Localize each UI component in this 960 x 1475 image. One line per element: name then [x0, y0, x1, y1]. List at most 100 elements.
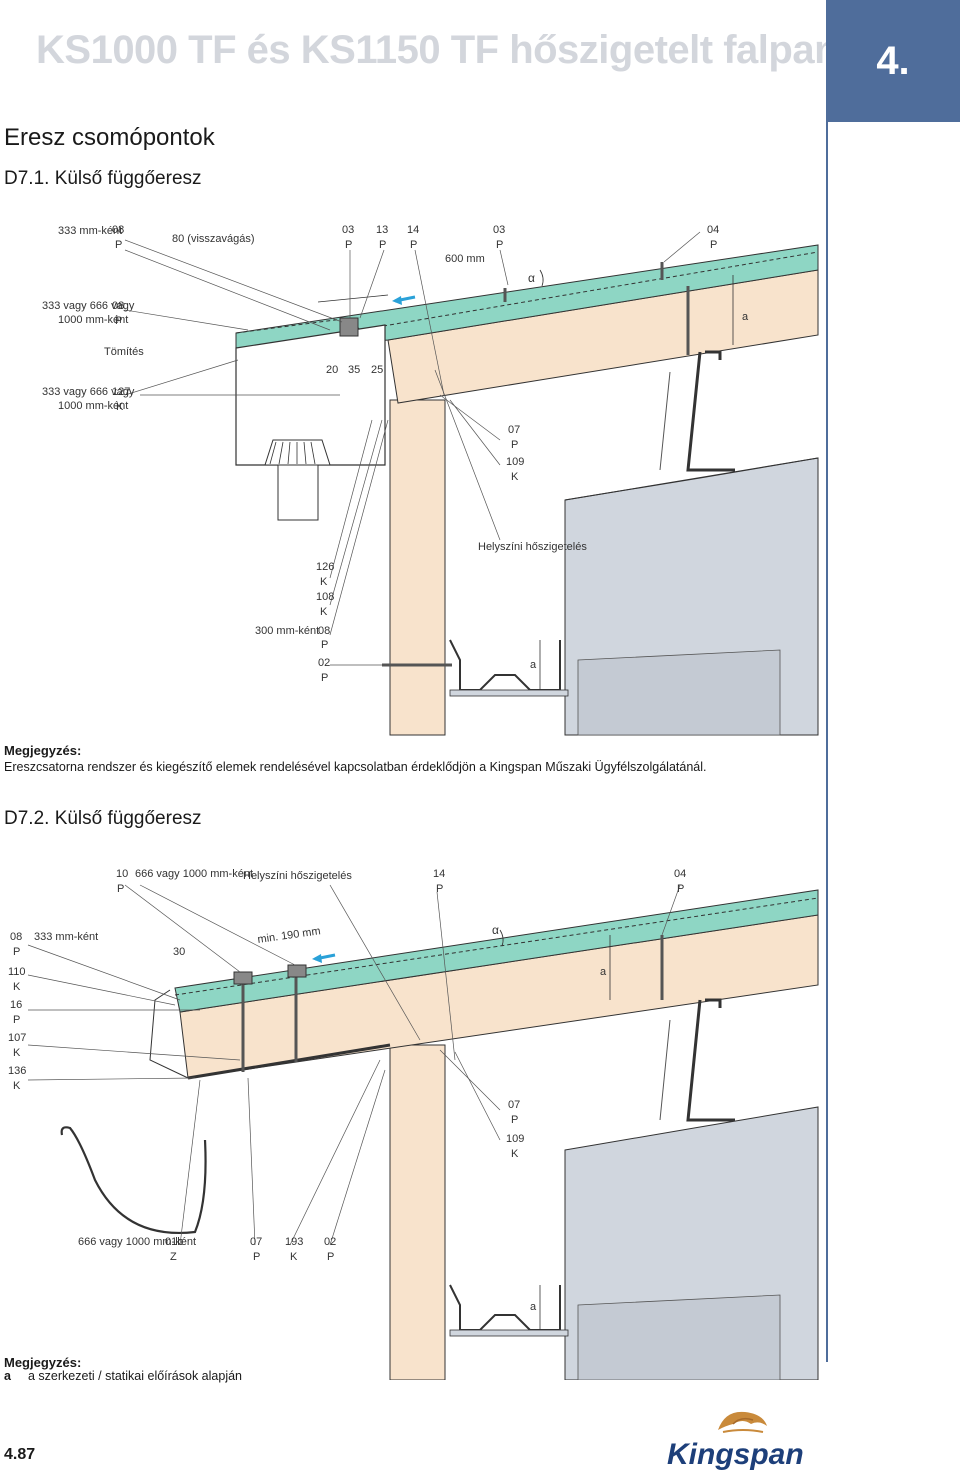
d2-code-14: 14 P: [433, 868, 445, 895]
d2-dim-30: 30: [173, 946, 185, 958]
svg-text:P: P: [436, 883, 443, 895]
svg-text:P: P: [13, 946, 20, 958]
svg-text:109: 109: [506, 1133, 524, 1145]
d1-code-08c: 08 P: [318, 625, 330, 651]
d2-label-333: 333 mm-ként: [34, 931, 98, 943]
svg-text:02: 02: [324, 1236, 336, 1248]
svg-text:K: K: [511, 1148, 519, 1160]
svg-text:14: 14: [433, 868, 445, 880]
svg-text:P: P: [410, 239, 417, 251]
d2-code-04: 04 P: [674, 868, 686, 895]
svg-text:107: 107: [8, 1032, 26, 1044]
svg-text:109: 109: [506, 456, 524, 468]
d2-code-10: 10 P: [116, 868, 128, 895]
d1-code-03a: 03 P: [342, 224, 354, 251]
svg-text:08: 08: [318, 625, 330, 637]
svg-text:08: 08: [112, 224, 124, 236]
d1-code-14: 14 P: [407, 224, 419, 251]
svg-text:P: P: [327, 1251, 334, 1263]
d2-code-07b: 07 P: [250, 1236, 262, 1263]
brand-wordmark: Kingspan: [667, 1438, 804, 1470]
d2-title: D7.2. Külső függőeresz: [4, 808, 202, 829]
d1-dim-25: 25: [371, 364, 383, 376]
d1-helyszini: Helyszíni hőszigetelés: [478, 541, 587, 553]
d2-dim-a1: a: [600, 966, 607, 978]
svg-text:P: P: [13, 1014, 20, 1026]
svg-text:P: P: [115, 239, 122, 251]
d2-note-title: Megjegyzés:: [4, 1355, 82, 1370]
d1-dim-20: 20: [326, 364, 338, 376]
d1-label-80: 80 (visszavágás): [172, 233, 255, 245]
d2-code-02: 02 P: [324, 1236, 336, 1263]
d2-note-text: a szerkezeti / statikai előírások alapjá…: [28, 1369, 242, 1383]
d2-code-110: 110 K: [8, 966, 26, 993]
svg-text:P: P: [345, 239, 352, 251]
page-number: 4.87: [4, 1446, 36, 1463]
d1-label-333v2: 333 vagy 666 vagy: [42, 386, 135, 398]
svg-text:K: K: [320, 576, 328, 588]
svg-text:P: P: [321, 672, 328, 684]
svg-text:03: 03: [493, 224, 505, 236]
d2-code-193: 193 K: [285, 1236, 303, 1263]
svg-text:16: 16: [10, 999, 22, 1011]
page-title: KS1000 TF és KS1150 TF hőszigetelt falpa…: [36, 28, 871, 72]
chapter-rule: [826, 122, 828, 1362]
d1-note-text: Ereszcsatorna rendszer és kiegészítő ele…: [4, 760, 707, 774]
svg-text:P: P: [511, 1114, 518, 1126]
d2-label-666: 666 vagy 1000 mm-ként: [135, 868, 253, 880]
svg-text:110: 110: [8, 966, 26, 978]
d1-title: D7.1. Külső függőeresz: [4, 168, 202, 189]
svg-text:K: K: [13, 1047, 21, 1059]
d2-alpha: α: [492, 923, 499, 937]
kingspan-logo: Kingspan: [663, 1402, 823, 1471]
d2-note-key: a: [4, 1369, 11, 1383]
svg-text:Z: Z: [170, 1251, 177, 1263]
svg-text:108: 108: [316, 591, 334, 603]
svg-text:01b: 01b: [165, 1236, 183, 1248]
svg-text:04: 04: [674, 868, 686, 880]
d1-code-109: 109 K: [506, 456, 524, 483]
d1-code-02: 02 P: [318, 657, 330, 684]
svg-text:14: 14: [407, 224, 419, 236]
d1-tomites: Tömítés: [104, 346, 144, 358]
d1-label-1000a: 1000 mm-ként: [58, 314, 128, 326]
d1-dim-a2: a: [530, 659, 537, 671]
svg-text:136: 136: [8, 1065, 26, 1077]
svg-text:K: K: [116, 401, 124, 413]
d2-dim-a2: a: [530, 1301, 537, 1313]
svg-text:P: P: [710, 239, 717, 251]
svg-text:127: 127: [112, 386, 130, 398]
d2-note: a a szerkezeti / statikai előírások alapj…: [4, 1369, 242, 1383]
d1-label-1000b: 1000 mm-ként: [58, 400, 128, 412]
d1-dim-a1: a: [742, 311, 749, 323]
d1-label-333: 333 mm-ként: [58, 225, 122, 237]
svg-text:08: 08: [112, 300, 124, 312]
d2-min190: min. 190 mm: [257, 925, 322, 946]
d1-code-127: 127 K: [112, 386, 130, 413]
d1-code-04: 04 P: [707, 224, 719, 251]
d1-code-07: 07 P: [508, 424, 520, 451]
d2-helyszini: Helyszíni hőszigetelés: [243, 870, 352, 882]
svg-text:03: 03: [342, 224, 354, 236]
d2-code-136: 136 K: [8, 1065, 26, 1092]
svg-text:10: 10: [116, 868, 128, 880]
svg-text:07: 07: [508, 1099, 520, 1111]
d2-code-16: 16 P: [10, 999, 22, 1026]
d1-label-600: 600 mm: [445, 253, 485, 265]
svg-text:07: 07: [508, 424, 520, 436]
svg-text:P: P: [379, 239, 386, 251]
d1-code-03b: 03 P: [493, 224, 505, 251]
svg-text:04: 04: [707, 224, 719, 236]
svg-text:P: P: [496, 239, 503, 251]
d1-note-title: Megjegyzés:: [4, 743, 82, 758]
d2-diagram: 10 P 666 vagy 1000 mm-ként Helyszíni hős…: [8, 868, 819, 1380]
svg-text:P: P: [117, 883, 124, 895]
d2-label-666b: 666 vagy 1000 mm-ként: [78, 1236, 196, 1248]
section-title: Eresz csomópontok: [4, 124, 215, 151]
svg-text:P: P: [677, 883, 684, 895]
d1-dim-35: 35: [348, 364, 360, 376]
svg-text:K: K: [13, 981, 21, 993]
chapter-badge: 4.: [826, 0, 960, 122]
svg-text:08: 08: [10, 931, 22, 943]
svg-text:02: 02: [318, 657, 330, 669]
